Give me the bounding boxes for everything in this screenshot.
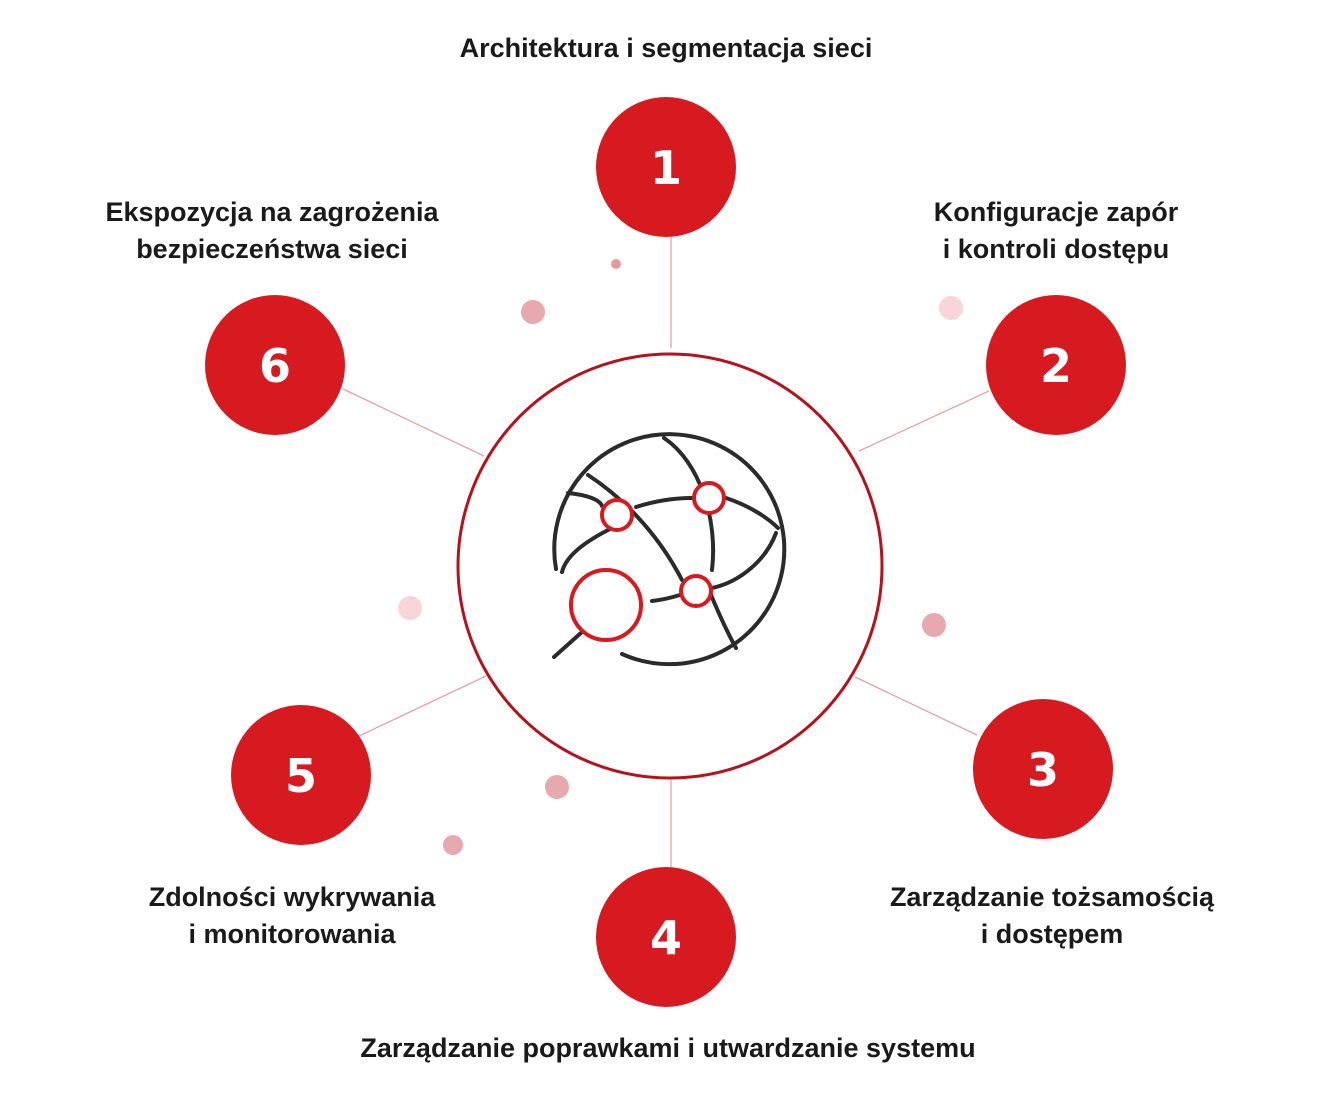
step-label-3: Zarządzanie tożsamością i dostępem	[842, 879, 1262, 953]
step-number-5: 5	[285, 749, 317, 803]
decor-dot	[939, 296, 963, 320]
badge-circle	[205, 295, 345, 435]
step-badge-4: 4	[596, 867, 736, 1007]
decor-dot	[443, 835, 463, 855]
step-label-3-line-2: i dostępem	[980, 919, 1124, 949]
step-label-2-line-1: Konfiguracje zapór	[933, 197, 1179, 227]
step-label-3-line-1: Zarządzanie tożsamością	[889, 882, 1215, 912]
badge-circle	[596, 867, 736, 1007]
step-number-3: 3	[1027, 743, 1059, 797]
decor-dot	[398, 596, 422, 620]
connector-3	[854, 676, 978, 736]
step-number-2: 2	[1040, 339, 1072, 393]
badge-circle	[231, 705, 371, 845]
connector-2	[858, 390, 990, 452]
step-badge-2: 2	[986, 295, 1126, 435]
step-label-4: Zarządzanie poprawkami i utwardzanie sys…	[268, 1030, 1068, 1067]
step-label-6-line-1: Ekspozycja na zagrożenia	[105, 197, 439, 227]
connector-5	[356, 675, 487, 738]
decor-dot	[611, 259, 621, 269]
step-label-6: Ekspozycja na zagrożenia bezpieczeństwa …	[62, 194, 482, 268]
connectors	[342, 235, 990, 868]
step-badge-5: 5	[231, 705, 371, 845]
step-label-2-line-2: i kontroli dostępu	[942, 234, 1170, 264]
step-badge-6: 6	[205, 295, 345, 435]
step-number-6: 6	[259, 339, 291, 393]
step-label-4-line-1: Zarządzanie poprawkami i utwardzanie sys…	[360, 1033, 976, 1063]
badge-circle	[973, 699, 1113, 839]
step-label-1-line-1: Architektura i segmentacja sieci	[459, 33, 873, 63]
step-label-5: Zdolności wykrywania i monitorowania	[92, 879, 492, 953]
step-label-5-line-2: i monitorowania	[188, 919, 396, 949]
decor-dot	[922, 613, 946, 637]
decor-dot	[545, 775, 569, 799]
globe-search-network-icon	[552, 432, 787, 667]
step-label-6-line-2: bezpieczeństwa sieci	[136, 234, 408, 264]
step-label-5-line-1: Zdolności wykrywania	[148, 882, 436, 912]
step-label-2: Konfiguracje zapór i kontroli dostępu	[856, 194, 1256, 268]
decor-dot	[521, 300, 545, 324]
center-ring	[456, 352, 884, 780]
badge-circle	[596, 97, 736, 237]
step-label-1: Architektura i segmentacja sieci	[368, 30, 964, 67]
step-number-4: 4	[650, 911, 682, 965]
step-number-1: 1	[650, 141, 682, 195]
badge-circle	[986, 295, 1126, 435]
step-badge-3: 3	[973, 699, 1113, 839]
connector-6	[342, 388, 485, 457]
step-badge-1: 1	[596, 97, 736, 237]
decorative-dots	[398, 259, 963, 855]
